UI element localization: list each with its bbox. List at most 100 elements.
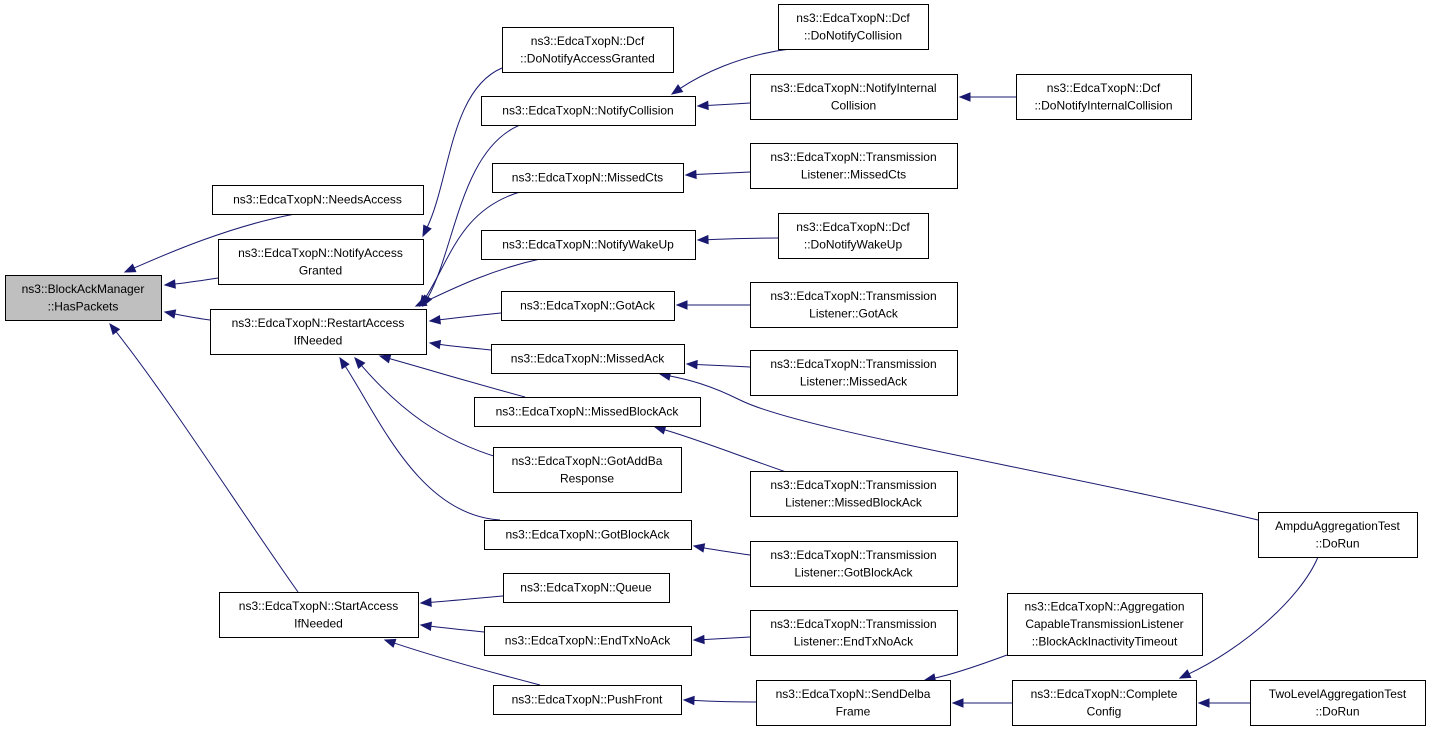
edge-missedAck-to-restartAccess: [428, 339, 492, 351]
node-tlGotBlockAck[interactable]: ns3::EdcaTxopN::TransmissionListener::Go…: [750, 541, 958, 587]
node-box: [778, 4, 929, 50]
edge-twoLevelTest-to-completeConfig: [1197, 698, 1250, 708]
node-notifyWakeUp[interactable]: ns3::EdcaTxopN::NotifyWakeUp: [481, 230, 696, 260]
edge-tlEndTxNoAck-to-endTxNoAck: [692, 634, 751, 645]
node-box: [484, 626, 692, 656]
arrowhead-icon: [378, 354, 392, 364]
edge-line: [424, 191, 521, 299]
edge-line: [393, 642, 541, 686]
edge-line: [429, 625, 485, 633]
edge-tlGotBlockAck-to-gotBlockAck: [692, 543, 751, 556]
edge-tlMissedBlockAck-to-missedBlockAck: [653, 425, 796, 476]
arrowhead-icon: [1178, 669, 1192, 679]
node-endTxNoAck[interactable]: ns3::EdcaTxopN::EndTxNoAck: [484, 626, 692, 656]
edge-gotAddBa-to-restartAccess: [354, 356, 501, 459]
node-needsAccess[interactable]: ns3::EdcaTxopN::NeedsAccess: [212, 185, 424, 215]
node-box: [210, 309, 427, 355]
node-twoLevelTest[interactable]: TwoLevelAggregationTest::DoRun: [1250, 680, 1426, 726]
node-label-line: Listener::MissedAck: [800, 374, 908, 388]
node-label-line: Collision: [831, 98, 876, 112]
arrowhead-icon: [422, 224, 432, 238]
node-root[interactable]: ns3::BlockAckManager::HasPackets: [5, 275, 162, 321]
node-dcfDoNotifyCollision[interactable]: ns3::EdcaTxopN::Dcf::DoNotifyCollision: [778, 4, 929, 50]
node-tlGotAck[interactable]: ns3::EdcaTxopN::TransmissionListener::Go…: [750, 282, 958, 328]
edge-line: [173, 313, 211, 321]
arrowhead-icon: [109, 322, 121, 336]
node-tlMissedBlockAck[interactable]: ns3::EdcaTxopN::TransmissionListener::Mi…: [750, 471, 958, 517]
node-tlMissedCts[interactable]: ns3::EdcaTxopN::TransmissionListener::Mi…: [750, 143, 958, 189]
node-box: [750, 143, 958, 189]
arrowhead-icon: [1197, 698, 1210, 708]
arrowhead-icon: [684, 169, 697, 180]
node-box: [481, 230, 696, 260]
node-box: [218, 239, 424, 285]
node-label-line: ns3::EdcaTxopN::NotifyInternal: [770, 81, 936, 95]
node-label-line: ::DoNotifyWakeUp: [804, 237, 903, 251]
node-tlEndTxNoAck[interactable]: ns3::EdcaTxopN::TransmissionListener::En…: [750, 610, 958, 656]
node-label-line: ns3::EdcaTxopN::Queue: [520, 581, 652, 595]
node-label-line: ns3::EdcaTxopN::NotifyWakeUp: [502, 238, 674, 252]
node-aggInactivity[interactable]: ns3::EdcaTxopN::AggregationCapableTransm…: [1007, 593, 1203, 656]
node-queue[interactable]: ns3::EdcaTxopN::Queue: [503, 573, 670, 603]
node-gotBlockAck[interactable]: ns3::EdcaTxopN::GotBlockAck: [484, 520, 692, 550]
node-box: [492, 163, 684, 193]
arrowhead-icon: [419, 621, 433, 632]
node-notifyAccessGranted[interactable]: ns3::EdcaTxopN::NotifyAccessGranted: [218, 239, 424, 285]
node-box: [481, 96, 696, 126]
node-box: [750, 74, 958, 120]
arrowhead-icon: [685, 359, 698, 370]
node-label-line: ns3::EdcaTxopN::Transmission: [770, 289, 936, 303]
node-notifyCollision[interactable]: ns3::EdcaTxopN::NotifyCollision: [481, 96, 696, 126]
node-label-line: ns3::EdcaTxopN::Transmission: [770, 357, 936, 371]
node-label-line: ns3::EdcaTxopN::Transmission: [770, 478, 936, 492]
node-label-line: ns3::EdcaTxopN::Aggregation: [1024, 600, 1184, 614]
node-label-line: IfNeeded: [294, 333, 343, 347]
arrowhead-icon: [682, 695, 695, 706]
arrowhead-icon: [428, 315, 441, 325]
node-dcfDoNotifyInternalCollision[interactable]: ns3::EdcaTxopN::Dcf::DoNotifyInternalCol…: [1016, 74, 1192, 120]
edge-queue-to-startAccess: [419, 595, 504, 608]
node-label-line: AmpduAggregationTest: [1275, 519, 1400, 533]
node-box: [778, 213, 929, 259]
node-label-line: ns3::EdcaTxopN::MissedCts: [512, 171, 663, 185]
node-dcfDoNotifyAccessGranted[interactable]: ns3::EdcaTxopN::Dcf::DoNotifyAccessGrant…: [502, 27, 674, 73]
node-label-line: ::BlockAckInactivityTimeout: [1032, 635, 1178, 649]
arrowhead-icon: [339, 356, 350, 370]
edge-line: [438, 312, 502, 321]
node-label-line: Listener::MissedBlockAck: [785, 495, 923, 509]
node-box: [503, 573, 670, 603]
node-label-line: ns3::EdcaTxopN::NotifyCollision: [502, 104, 673, 118]
edge-notifyInternalCollision-to-notifyCollision: [696, 100, 751, 111]
node-missedBlockAck[interactable]: ns3::EdcaTxopN::MissedBlockAck: [474, 397, 701, 427]
node-label-line: ns3::EdcaTxopN::GotAck: [520, 299, 656, 313]
node-pushFront[interactable]: ns3::EdcaTxopN::PushFront: [493, 685, 682, 715]
node-label-line: ::DoNotifyCollision: [804, 28, 902, 42]
node-label-line: ::HasPackets: [48, 299, 119, 313]
node-ampduTest[interactable]: AmpduAggregationTest::DoRun: [1258, 512, 1418, 558]
node-label-line: ns3::EdcaTxopN::Complete: [1031, 687, 1178, 701]
node-missedAck[interactable]: ns3::EdcaTxopN::MissedAck: [491, 344, 685, 374]
node-notifyInternalCollision[interactable]: ns3::EdcaTxopN::NotifyInternalCollision: [750, 74, 958, 120]
node-label-line: ::DoRun: [1315, 536, 1359, 550]
edge-dcfDoNotifyAccessGranted-to-notifyAccessGranted: [422, 67, 503, 238]
arrowhead-icon: [414, 297, 428, 307]
node-box: [493, 447, 682, 493]
node-tlMissedAck[interactable]: ns3::EdcaTxopN::TransmissionListener::Mi…: [750, 350, 958, 396]
edge-notifyAccessGranted-to-root: [163, 277, 219, 289]
arrowhead-icon: [696, 100, 709, 111]
node-box: [1258, 512, 1418, 558]
node-label-line: Listener::EndTxNoAck: [794, 634, 914, 648]
node-label-line: ::DoRun: [1315, 704, 1359, 718]
node-gotAck[interactable]: ns3::EdcaTxopN::GotAck: [501, 291, 675, 321]
edge-line: [692, 699, 757, 703]
edge-dcfDoNotifyInternalCollision-to-notifyInternalCollision: [958, 92, 1017, 102]
node-label-line: IfNeeded: [294, 616, 343, 630]
node-missedCts[interactable]: ns3::EdcaTxopN::MissedCts: [492, 163, 684, 193]
node-dcfDoNotifyWakeUp[interactable]: ns3::EdcaTxopN::Dcf::DoNotifyWakeUp: [778, 213, 929, 259]
node-box: [756, 680, 951, 726]
